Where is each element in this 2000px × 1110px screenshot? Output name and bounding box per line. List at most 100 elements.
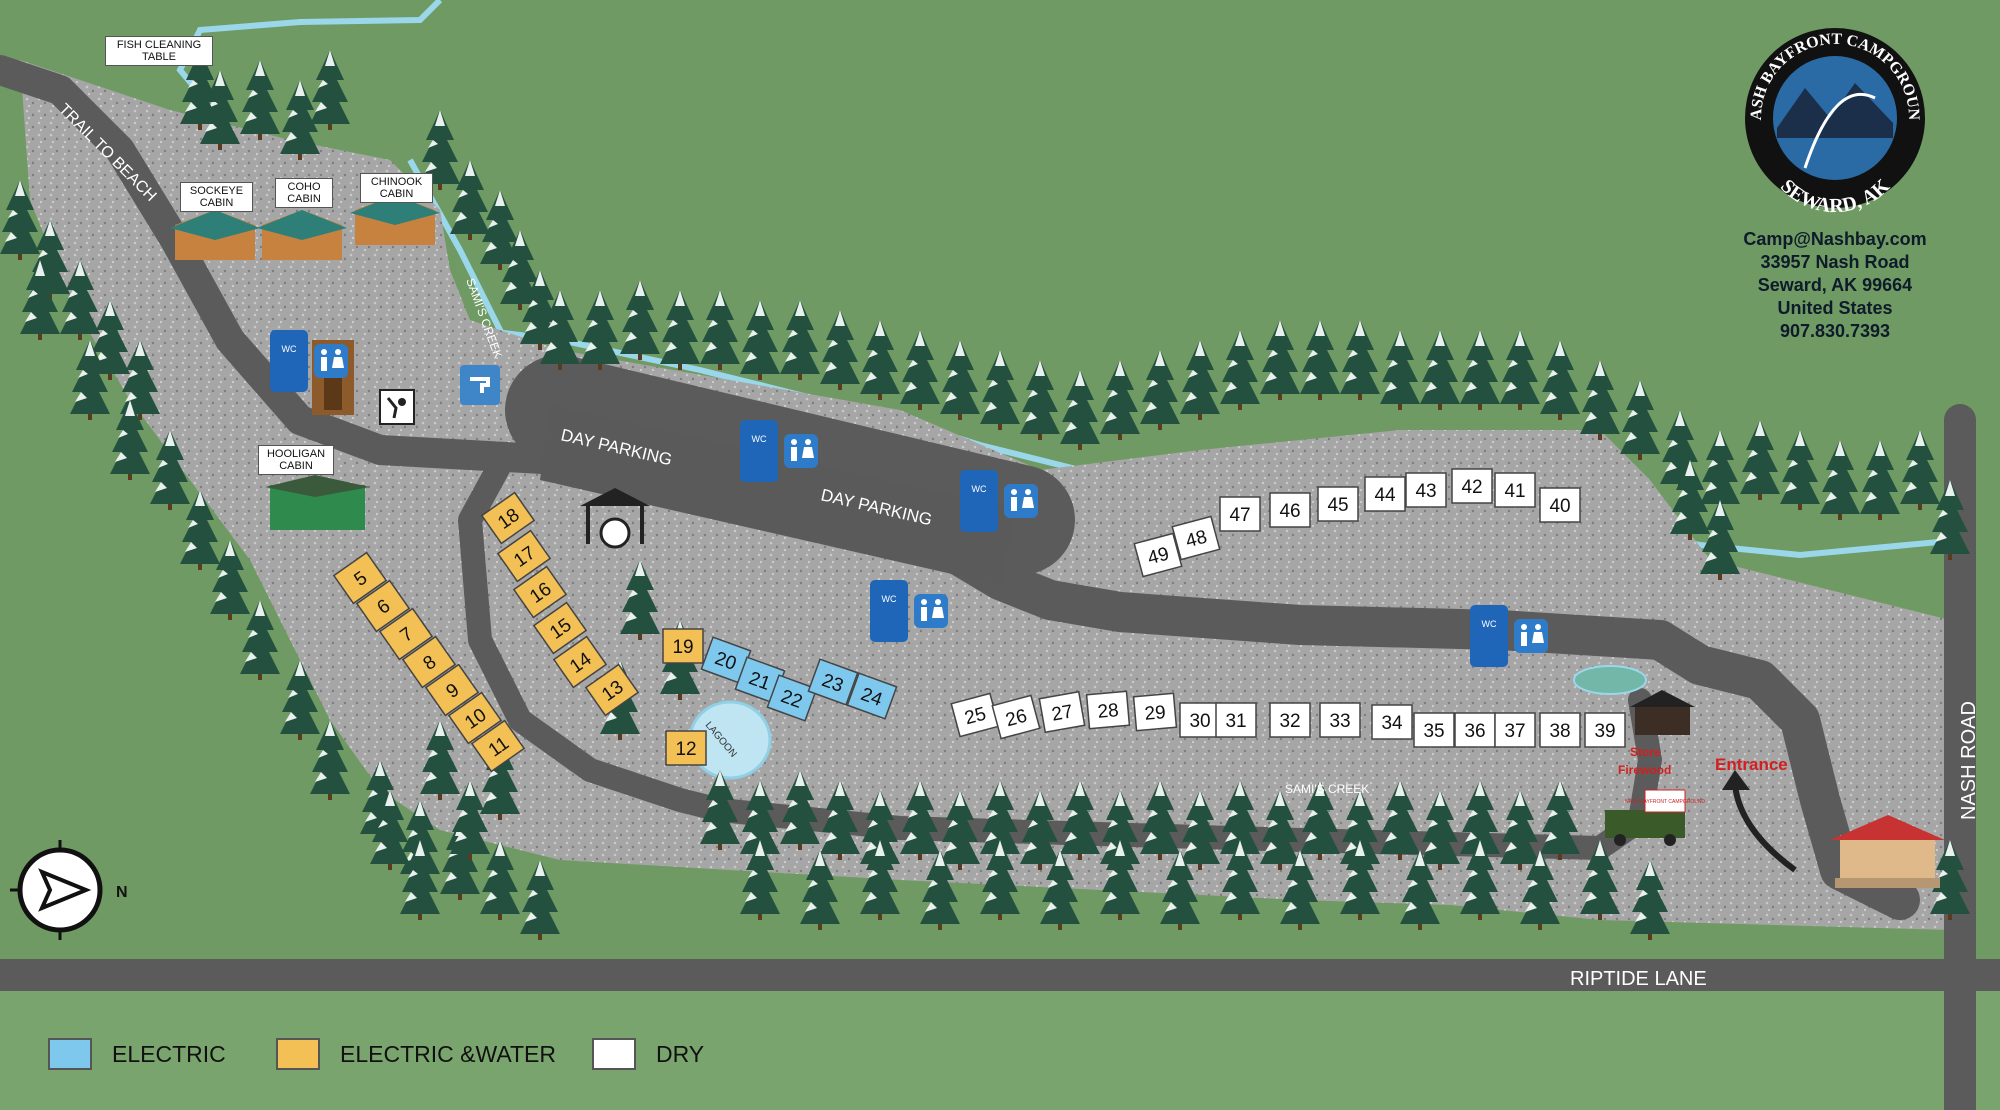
campsite-43[interactable]: 43 [1405, 472, 1447, 508]
campsite-24[interactable]: 24 [846, 672, 898, 720]
fish-cleaning-table-sign: FISH CLEANING TABLE [105, 36, 213, 66]
campsite-box [1085, 690, 1131, 730]
campsite-39[interactable]: 39 [1584, 712, 1626, 748]
campsite-box [1215, 702, 1257, 738]
campsite-box [512, 565, 568, 619]
campsite-17[interactable]: 17 [496, 529, 552, 583]
campsite-number: 45 [1327, 495, 1348, 516]
campsite-38[interactable]: 38 [1539, 712, 1581, 748]
campsite-33[interactable]: 33 [1319, 702, 1361, 738]
campsite-49[interactable]: 49 [1133, 532, 1183, 578]
campsite-46[interactable]: 46 [1269, 492, 1311, 528]
campsite-47[interactable]: 47 [1219, 496, 1261, 532]
campsite-number: 47 [1229, 505, 1250, 526]
campsite-box [1494, 712, 1536, 748]
campsite-22[interactable]: 22 [766, 674, 818, 722]
campsite-36[interactable]: 36 [1454, 712, 1496, 748]
campsite-12[interactable]: 12 [665, 730, 707, 766]
campsite-box [1494, 472, 1536, 508]
store-label: Store [1630, 745, 1661, 759]
campsite-box [470, 719, 526, 773]
legend-swatch-dry [592, 1038, 636, 1070]
legend-dry: DRY [592, 1038, 704, 1070]
campsite-box [1132, 692, 1178, 732]
campsite-number: 42 [1461, 477, 1482, 498]
campsite-19[interactable]: 19 [662, 628, 704, 664]
entrance-arrow [1732, 784, 1797, 873]
restroom-icon [784, 434, 818, 468]
campsite-number: 36 [1464, 721, 1485, 742]
campsite-21[interactable]: 21 [734, 656, 786, 704]
campsite-14[interactable]: 14 [552, 635, 608, 689]
campsite-35[interactable]: 35 [1413, 712, 1455, 748]
north-label: N [116, 884, 128, 901]
restroom-1: WC [270, 330, 348, 392]
samis-creek-lower-label: SAMI'S CREEK [1285, 782, 1369, 796]
campsite-42[interactable]: 42 [1451, 468, 1493, 504]
cabin-buildings [170, 195, 440, 530]
campsite-37[interactable]: 37 [1494, 712, 1536, 748]
campsite-number: 37 [1504, 721, 1525, 742]
campsite-number: 34 [1381, 713, 1403, 734]
campsite-box [1317, 486, 1359, 522]
campsite-26[interactable]: 26 [991, 694, 1041, 740]
portable-toilet-icon [740, 420, 778, 482]
campsite-18[interactable]: 18 [480, 491, 536, 545]
campsite-11[interactable]: 11 [470, 719, 526, 773]
wc-label: WC [282, 344, 297, 354]
contact-phone[interactable]: 907.830.7393 [1779, 321, 1891, 341]
campsite-9[interactable]: 9 [424, 663, 480, 717]
legend-electric-water-label: ELECTRIC &WATER [340, 1040, 556, 1067]
campsite-23[interactable]: 23 [807, 658, 859, 706]
campsite-32[interactable]: 32 [1269, 702, 1311, 738]
campsite-box [991, 694, 1041, 740]
campsite-41[interactable]: 41 [1494, 472, 1536, 508]
campsite-10[interactable]: 10 [447, 691, 503, 745]
campsite-30[interactable]: 30 [1179, 702, 1221, 738]
campsite-16[interactable]: 16 [512, 565, 568, 619]
restroom-icon [1004, 484, 1038, 518]
campsite-8[interactable]: 8 [401, 635, 457, 689]
chinook-cabin-sign: CHINOOK CABIN [360, 173, 433, 203]
campsite-number: 44 [1374, 485, 1396, 506]
campsite-45[interactable]: 45 [1317, 486, 1359, 522]
campsite-number: 32 [1279, 711, 1300, 732]
campsite-31[interactable]: 31 [1215, 702, 1257, 738]
campsite-number: 35 [1423, 721, 1444, 742]
entrance-arrowhead [1722, 770, 1750, 790]
campsite-13[interactable]: 13 [584, 663, 640, 717]
hooligan-cabin-sign: HOOLIGAN CABIN [258, 445, 334, 475]
campsite-number: 28 [1097, 700, 1120, 723]
campsite-number: 33 [1329, 711, 1350, 732]
campsite-44[interactable]: 44 [1364, 476, 1406, 512]
campsite-number: 31 [1225, 711, 1246, 732]
restrooms: WC WC WC WC WC [270, 330, 1548, 667]
campsite-48[interactable]: 48 [1171, 515, 1221, 561]
campsite-27[interactable]: 27 [1038, 690, 1086, 734]
campsite-box [1405, 472, 1447, 508]
campsite-15[interactable]: 15 [532, 601, 588, 655]
campsite-28[interactable]: 28 [1085, 690, 1131, 730]
campsite-box [1539, 712, 1581, 748]
campsite-34[interactable]: 34 [1371, 704, 1413, 740]
restroom-2: WC [740, 420, 818, 482]
contact-email[interactable]: Camp@Nashbay.com [1743, 229, 1927, 249]
campsite-box [480, 491, 536, 545]
campsite-6[interactable]: 6 [355, 579, 411, 633]
campsite-7[interactable]: 7 [378, 607, 434, 661]
campsite-40[interactable]: 40 [1539, 487, 1581, 523]
wc-label: WC [882, 594, 897, 604]
campsite-box [846, 672, 898, 720]
campsite-5[interactable]: 5 [332, 551, 388, 605]
campsite-box [766, 674, 818, 722]
office-building [1830, 815, 1945, 888]
campsite-25[interactable]: 25 [950, 692, 1000, 738]
portable-toilet-icon [870, 580, 908, 642]
campsite-box [1451, 468, 1493, 504]
water-tap-icon [460, 365, 500, 405]
wc-label: WC [972, 484, 987, 494]
campsite-29[interactable]: 29 [1132, 692, 1178, 732]
campsite-box [1219, 496, 1261, 532]
portable-toilet-icon [1470, 605, 1508, 667]
